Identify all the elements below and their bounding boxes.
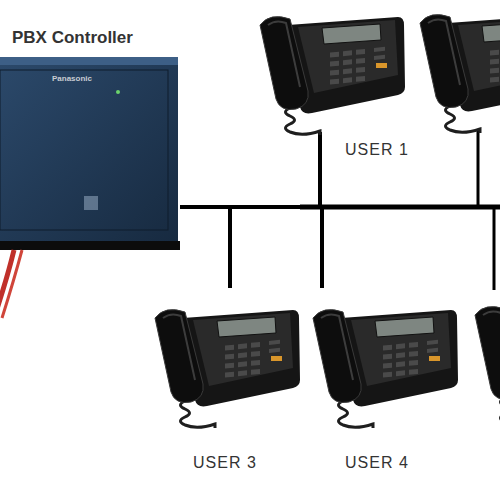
drop-wire [493, 207, 496, 290]
user-phone: USER 4 [303, 288, 458, 433]
brand-logo: Panasonic [52, 74, 92, 83]
telephone [260, 17, 405, 135]
user-phone: USER 3 [145, 288, 300, 433]
user-label: USER 3 [193, 454, 257, 472]
bus-connector [180, 132, 320, 207]
pbx-controller: PBX ControllerPanasonic [0, 28, 180, 250]
red-cable [2, 250, 22, 318]
telephone [475, 307, 500, 425]
drop-wire [477, 130, 480, 207]
pbx-cabinet [0, 57, 180, 250]
bus-connector [180, 207, 230, 288]
user-label: USER 4 [345, 454, 409, 472]
telephone [420, 15, 500, 133]
bus-connector [180, 207, 322, 288]
telephone [313, 310, 458, 428]
bus-line [300, 205, 500, 210]
telephone [155, 310, 300, 428]
red-cable [0, 250, 14, 312]
user-phone: USER 1 [245, 0, 405, 132]
user-label: USER 1 [345, 141, 409, 159]
node-heading: PBX Controller [12, 28, 133, 48]
